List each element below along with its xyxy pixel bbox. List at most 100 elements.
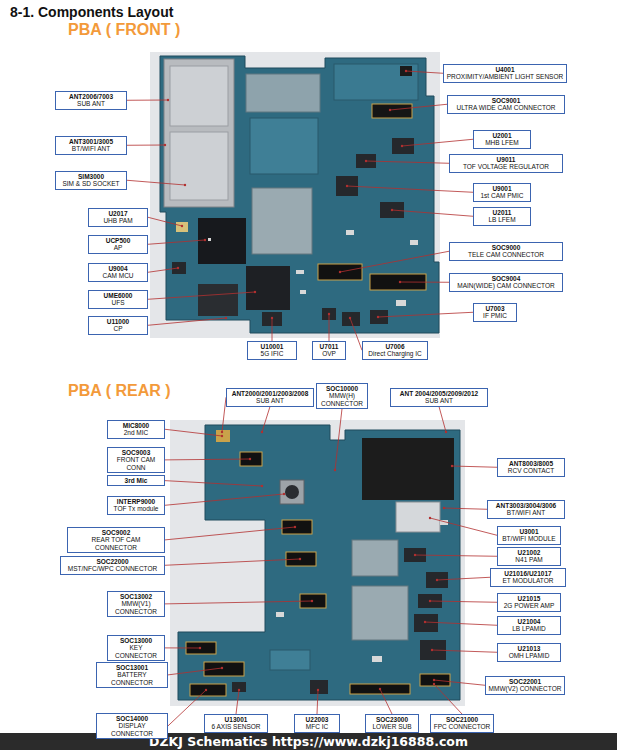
- leader-line: [329, 314, 330, 341]
- part-description: KEY CONNECTOR: [110, 644, 162, 659]
- component: [346, 230, 354, 235]
- part-description: BT/WIFI ANT: [490, 509, 562, 516]
- part-description: REAR TOF CAM CONNECTOR: [70, 536, 162, 551]
- leader-line: [406, 71, 443, 73]
- leader-dot: [391, 209, 393, 211]
- part-description: 1st CAM PMIC: [476, 192, 528, 199]
- cp-chip: [198, 284, 238, 316]
- leader-line: [444, 508, 487, 509]
- part-number: U21004: [500, 618, 558, 625]
- callout-box: ANT8003/8005RCV CONTACT: [497, 458, 565, 477]
- leader-dot: [379, 688, 381, 690]
- leader-line: [432, 650, 497, 652]
- ic-chip: [232, 682, 246, 692]
- leader-line: [335, 409, 342, 470]
- leader-line: [165, 527, 295, 540]
- leader-line: [148, 240, 205, 244]
- callout-box: U210152G POWER AMP: [497, 593, 561, 612]
- callout-box: SOC14000DISPLAY CONNECTOR: [96, 713, 168, 739]
- connector: [186, 642, 216, 654]
- part-number: SOC9002: [70, 529, 162, 536]
- connector: [420, 674, 450, 686]
- callout-box: SOC13000KEY CONNECTOR: [107, 635, 165, 661]
- leader-dot: [414, 554, 416, 556]
- leader-dot: [377, 316, 379, 318]
- part-number: ANT2000/2001/2003/2008: [229, 390, 311, 397]
- part-number: ANT3001/3005: [58, 138, 124, 145]
- part-description: CAM MCU: [91, 272, 145, 279]
- callout-box: 3rd Mic: [107, 475, 165, 486]
- part-description: TOF Tx module: [110, 505, 162, 512]
- leader-line: [415, 555, 497, 556]
- shield-can: [246, 74, 320, 112]
- connector: [300, 594, 326, 608]
- leader-line: [439, 407, 446, 432]
- leader-line: [425, 622, 497, 625]
- part-description: 2G POWER AMP: [500, 602, 558, 609]
- leader-dot: [429, 600, 431, 602]
- part-number: SOC22001: [488, 678, 562, 685]
- callout-box: SOC10000MMW(H) CONNECTOR: [316, 383, 368, 409]
- leader-line: [262, 407, 270, 432]
- connector: [318, 264, 362, 280]
- part-number: U9011: [452, 156, 560, 163]
- leader-dot: [184, 184, 186, 186]
- part-description: OMH LPAMID: [500, 652, 558, 659]
- callout-box: U2001MHB LFEM: [473, 130, 531, 149]
- component: [372, 656, 382, 662]
- part-number: U21013: [500, 645, 558, 652]
- callout-box: U21002N41 PAM: [497, 547, 561, 566]
- leader-line: [165, 559, 300, 565]
- leader-dot: [431, 649, 433, 651]
- leader-line: [437, 577, 490, 580]
- leader-line: [148, 318, 226, 325]
- callout-box: U21016/U21017ET MODULATOR: [490, 568, 566, 587]
- leader-dot: [365, 160, 367, 162]
- leader-dot: [271, 317, 273, 319]
- callout-box: SOC22001MMW(V2) CONNECTOR: [485, 676, 565, 695]
- callout-box: U11000CP: [88, 316, 148, 335]
- leader-line: [317, 690, 318, 714]
- leader-line: [168, 668, 222, 675]
- leader-dot: [405, 70, 407, 72]
- part-number: UME6000: [91, 292, 145, 299]
- part-description: RCV CONTACT: [500, 467, 562, 474]
- component: [440, 520, 448, 525]
- leader-dot: [221, 667, 223, 669]
- callout-box: SIM3000SIM & SD SOCKET: [55, 171, 127, 190]
- part-number: U2011: [476, 209, 528, 216]
- part-number: ANT2006/7003: [58, 93, 124, 100]
- photo-background: [150, 52, 440, 338]
- part-number: U7003: [476, 305, 514, 312]
- callout-box: U130016 AXIS SENSOR: [204, 714, 268, 733]
- connector: [240, 452, 262, 466]
- sim-slot: [170, 66, 228, 126]
- part-description: FRONT CAM CONN: [110, 456, 162, 471]
- callout-box: U2011LB LFEM: [473, 207, 531, 226]
- leader-dot: [339, 271, 341, 273]
- part-number: U9004: [91, 265, 145, 272]
- leader-line: [148, 217, 182, 226]
- component: [300, 290, 306, 294]
- part-description: 2nd MIC: [110, 429, 162, 436]
- leader-dot: [451, 465, 453, 467]
- leader-dot: [283, 493, 285, 495]
- ufs-chip: [246, 266, 290, 310]
- part-description: ULTRA WIDE CAM CONNECTOR: [450, 104, 562, 111]
- part-number: SOC9003: [110, 449, 162, 456]
- camera-bracket: [362, 438, 454, 500]
- leader-line: [392, 210, 473, 216]
- page-title: 8-1. Components Layout: [10, 4, 173, 20]
- part-description: CP: [91, 325, 145, 332]
- leader-dot: [433, 683, 435, 685]
- leader-dot: [433, 679, 435, 681]
- leader-dot: [221, 435, 223, 437]
- part-number: U21015: [500, 595, 558, 602]
- part-number: ANT8003/8005: [500, 460, 562, 467]
- part-description: LB LPAMID: [500, 625, 558, 632]
- callout-box: ANT 2004/2005/2009/2012SUB ANT: [390, 388, 488, 407]
- callout-box: SOC13002MMW(V1) CONNECTOR: [107, 591, 165, 617]
- leader-dot: [445, 431, 447, 433]
- watermark: DZKJ Schematics https://www.dzkj16888.co…: [0, 733, 617, 750]
- part-number: SOC9001: [450, 97, 562, 104]
